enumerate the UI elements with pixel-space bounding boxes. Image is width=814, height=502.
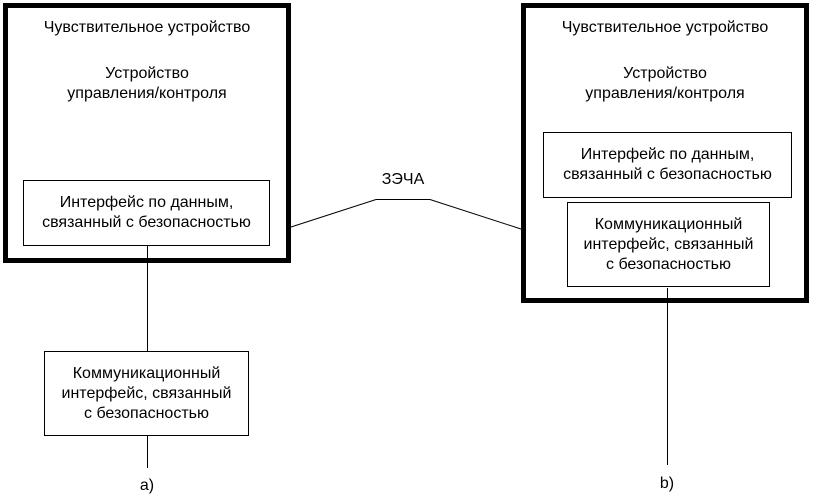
external-comm-interface-line1: Коммуникационный xyxy=(72,364,221,382)
comm-interface-box-right: Коммуникационный интерфейс, связанный с … xyxy=(567,202,770,287)
device-title-left: Чувствительное устройство xyxy=(43,19,251,36)
controller-label-right-line2: управления/контроля xyxy=(585,85,745,102)
controller-label-right: Устройство управления/контроля xyxy=(526,64,804,104)
comm-interface-box-right-line3: с безопасностью xyxy=(606,255,731,273)
comm-interface-box-right-line2: интерфейс, связанный xyxy=(583,235,754,253)
external-comm-interface-line3: с безопасностью xyxy=(84,404,209,422)
data-interface-box-left-line2: связанный с безопасностью xyxy=(42,214,251,231)
caption-a: a) xyxy=(139,477,155,494)
external-comm-interface-line2: интерфейс, связанный xyxy=(61,384,232,402)
data-interface-box-left: Интерфейс по данным, связанный с безопас… xyxy=(23,180,270,246)
data-interface-box-right-line2: связанный с безопасностью xyxy=(563,166,772,183)
external-comm-interface-box: Коммуникационный интерфейс, связанный с … xyxy=(44,351,249,436)
controller-label-left-line2: управления/контроля xyxy=(67,85,227,102)
controller-label-left: Устройство управления/контроля xyxy=(8,64,286,104)
data-interface-box-right: Интерфейс по данным, связанный с безопас… xyxy=(543,132,792,198)
data-interface-box-left-line1: Интерфейс по данным, xyxy=(59,194,234,211)
zecha-link-label: ЗЭЧА xyxy=(381,171,425,188)
device-title-right: Чувствительное устройство xyxy=(561,19,769,36)
controller-label-left-line1: Устройство xyxy=(105,65,189,82)
data-interface-box-right-line1: Интерфейс по данным, xyxy=(580,146,755,163)
comm-interface-box-right-line1: Коммуникационный xyxy=(594,215,743,233)
device-box-left: Чувствительное устройство Устройство упр… xyxy=(3,3,291,263)
zecha-link-polyline xyxy=(290,199,522,230)
device-box-right: Чувствительное устройство Устройство упр… xyxy=(521,3,809,303)
caption-b: b) xyxy=(659,475,675,492)
controller-label-right-line1: Устройство xyxy=(623,65,707,82)
